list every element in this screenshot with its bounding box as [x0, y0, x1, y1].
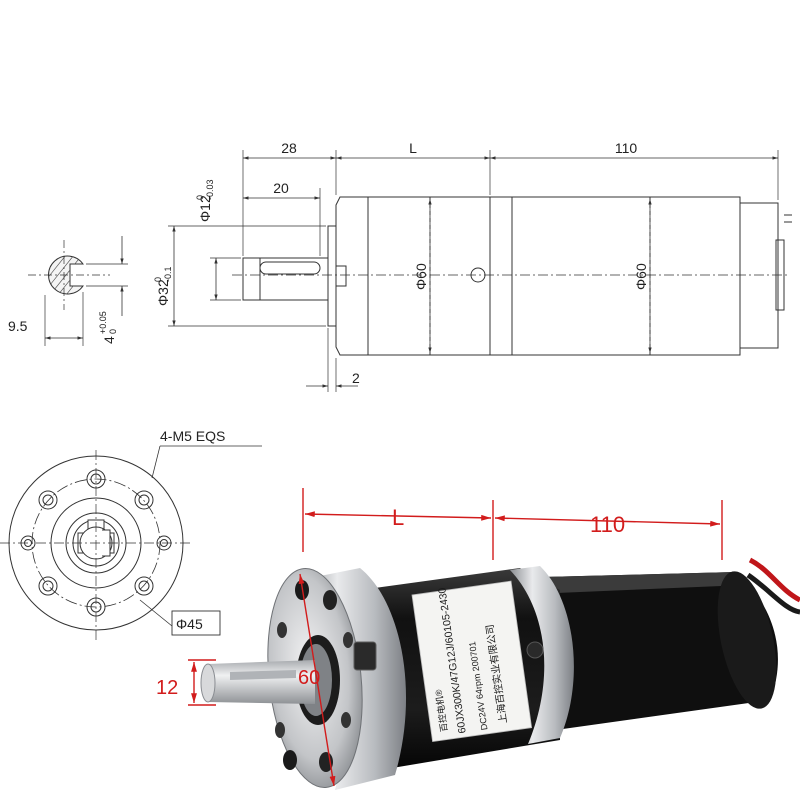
dim-dia32-tol-top: 0: [153, 277, 163, 282]
holes-note: 4-M5 EQS: [160, 428, 225, 444]
dim-key-4-tol-top: +0.05: [98, 311, 108, 334]
dim-110: 110: [615, 140, 638, 156]
dim-dia32-group: Φ32 0 -0.1: [153, 266, 173, 306]
dim-dia32: Φ32: [155, 279, 171, 306]
motor-body: [511, 196, 741, 356]
photo-dim-110: 110: [590, 512, 625, 537]
photo-dim-line-110: [494, 515, 721, 527]
dim-dia12-group: Φ12 0 -0.03: [195, 179, 215, 222]
dim-dia12-tol-bottom: -0.03: [205, 179, 215, 200]
photo-dim-line-60: [298, 573, 336, 787]
photo-dimensions: [188, 488, 723, 787]
dim-gearbox-dia: Φ60: [413, 263, 429, 290]
dim-key-4-tol-bottom: 0: [108, 329, 118, 334]
black-wire: [746, 572, 800, 615]
dim-pcd-45: Φ45: [176, 616, 203, 632]
dim-motor-dia: Φ60: [633, 263, 649, 290]
photo-dim-60: 60: [298, 667, 320, 689]
dim-2: 2: [352, 370, 360, 386]
pilot-boss: [327, 225, 337, 327]
dim-28: 28: [281, 140, 297, 156]
side-view: [168, 150, 792, 392]
shaft-key: [259, 261, 321, 275]
dim-dia32-tol-bottom: -0.1: [163, 266, 173, 282]
gearbox-hole: [470, 267, 486, 283]
dim-key-4: 4: [101, 336, 117, 344]
rear-terminal: [775, 239, 785, 311]
pcd-box: [171, 610, 221, 636]
dim-key4-group: 4 +0.05 0: [98, 311, 118, 344]
photo-dim-12: 12: [156, 677, 178, 699]
set-screw: [335, 265, 347, 287]
motor-photo: 百控电机® 60JX300K/47G12J/60105-2430 DC24V 6…: [200, 557, 800, 790]
dim-dia12: Φ12: [197, 195, 213, 222]
dim-L: L: [409, 140, 417, 156]
output-shaft: [242, 257, 329, 301]
photo-dim-L: L: [392, 505, 404, 530]
dim-9-5: 9.5: [8, 318, 28, 334]
nameplate: 百控电机® 60JX300K/47G12J/60105-2430 DC24V 6…: [411, 580, 533, 743]
front-view: [0, 445, 262, 640]
photo-dim-line-L: [304, 511, 492, 521]
dim-dia12-tol-top: 0: [195, 195, 205, 200]
dim-20: 20: [273, 180, 289, 196]
red-wire: [748, 557, 800, 603]
